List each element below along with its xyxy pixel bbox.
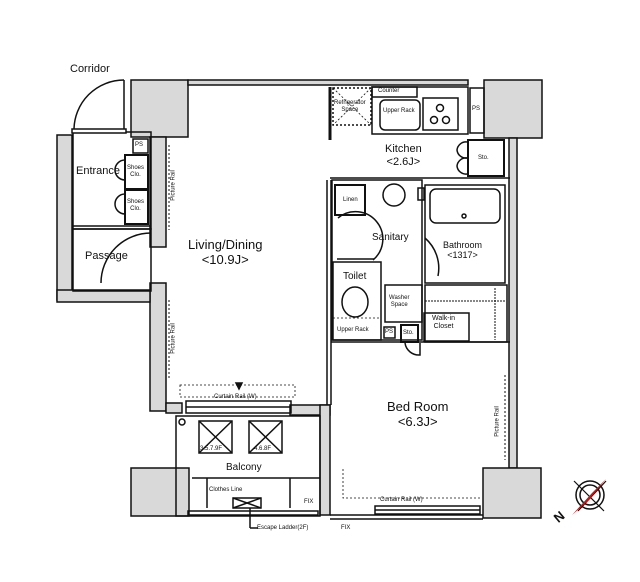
walk-in-closet-label: Walk-in Closet [432, 315, 455, 331]
wall-outer-bottom [56, 289, 151, 303]
kitchen-size: <2.6J> [386, 155, 421, 168]
sto-toilet-label: Sto. [403, 330, 414, 336]
kitchen-name: Kitchen [385, 143, 422, 155]
corridor-label: Corridor [70, 63, 110, 75]
upper-rack-toilet-label: Upper Rack [337, 327, 369, 333]
sink [379, 99, 421, 131]
wall-pillar-top-left [130, 79, 189, 138]
curtain-rail-bedroom-label: Curtain Rail (W) [380, 497, 423, 503]
walk-in-line2: Closet [433, 323, 454, 331]
refrigerator-line2: Space [341, 106, 359, 113]
shoe-closet-2 [124, 189, 149, 225]
walk-in-line1: Walk-in [432, 315, 456, 322]
toilet-room [332, 261, 382, 341]
passage-room [72, 228, 152, 292]
shoes-2-line1: Shoes [127, 199, 145, 205]
sanitary-block [331, 179, 423, 341]
escape-ladder-label: Escape Ladder(2F) [257, 525, 309, 531]
washer-space-label: Washer Space [389, 295, 409, 309]
shoes-2-line2: Clo. [130, 205, 141, 212]
wall-left-living [149, 282, 167, 412]
shoes-1-line1: Shoes [127, 165, 145, 171]
washer-line1: Washer [389, 295, 410, 301]
bed-room-name: Bed Room [387, 399, 449, 414]
wall-outer-entrance [56, 134, 73, 301]
wall-balcony-right [319, 404, 331, 516]
shoes-closet-1-label: Shoes Clo. [127, 165, 144, 179]
balcony-area [175, 415, 321, 517]
sto-kitchen-box [467, 139, 505, 177]
stove [422, 97, 459, 131]
upper-rack-kitchen-label: Upper Rack [383, 108, 415, 114]
bathroom-name: Bathroom [443, 240, 483, 250]
ps-kitchen-box [469, 87, 485, 134]
shoes-closet-2-label: Shoes Clo. [127, 199, 144, 213]
picture-rail-entrance-label: Picture Rail [170, 170, 177, 201]
hatch-1-label: 3.5.7.9F [200, 446, 223, 452]
ps-kitchen-label: PS [472, 106, 481, 112]
picture-rail-living-label: Picture Rail [170, 323, 177, 354]
refrigerator-space [332, 87, 372, 126]
ps-toilet-label: PS [385, 329, 394, 335]
entrance-label: Entrance [76, 165, 121, 177]
living-dining-label: Living/Dining <10.9J> [188, 237, 263, 268]
wall-pillar-top-right [483, 79, 543, 139]
kitchen-label: Kitchen <2.6J> [385, 143, 422, 168]
ps-entrance-box [132, 138, 149, 154]
picture-rail-bedroom-label: Picture Rail [494, 406, 501, 437]
living-dining-size: <10.9J> [201, 251, 249, 267]
hatch-2-label: 4.6.8F [254, 446, 272, 452]
compass-icon [572, 479, 607, 515]
ps-toilet-box [383, 326, 396, 339]
bathroom-room [424, 184, 506, 284]
wall-left-entrance [149, 136, 167, 248]
living-dining-name: Living/Dining [188, 237, 263, 252]
sto-kitchen-label: Sto. [478, 155, 489, 161]
linen-label: Linen [343, 197, 358, 203]
refrigerator-line1: Refrigerator [334, 100, 366, 106]
fix-1-label: FIX [304, 499, 314, 505]
clothes-line-label: Clothes Line [209, 487, 243, 493]
washer-space [384, 284, 423, 323]
wall-top [187, 79, 469, 86]
bathroom-label: Bathroom <1317> [443, 240, 482, 261]
wall-pillar-bottom-right [482, 467, 542, 519]
bathroom-size: <1317> [447, 250, 478, 261]
sanitary-label: Sanitary [372, 232, 409, 243]
shoes-1-line2: Clo. [130, 171, 141, 178]
ps-entrance-label: PS [135, 142, 144, 148]
toilet-label: Toilet [343, 271, 367, 282]
washer-line2: Space [390, 301, 408, 308]
linen-box [334, 184, 366, 216]
bed-room-label: Bed Room <6.3J> [387, 399, 449, 430]
balcony-label: Balcony [226, 462, 262, 473]
wall-balcony-top [165, 402, 183, 414]
counter [371, 86, 469, 135]
fix-2-label: FIX [341, 525, 351, 531]
wall-right [508, 137, 518, 469]
bed-room-size: <6.3J> [397, 413, 438, 429]
wall-pillar-bottom-left [130, 467, 190, 517]
refrigerator-space-label: Refrigerator Space [334, 100, 366, 114]
passage-label: Passage [85, 250, 128, 262]
bathtub [429, 188, 501, 224]
curtain-rail-living-label: Curtain Rail (W) [214, 394, 257, 400]
counter-label: Counter [378, 88, 400, 94]
